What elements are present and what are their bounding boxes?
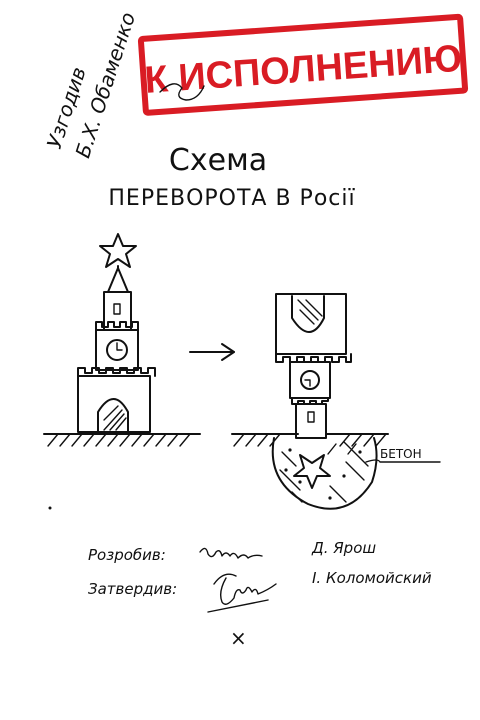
approved-label: Затвердив: [88,580,177,598]
agreed-signature [159,83,205,101]
inverted-tower-icon [231,293,389,510]
developed-signature [199,547,263,559]
approved-name: І. Коломойский [312,569,432,587]
title-line2: ПЕРЕВОРОТА В Росії [108,186,355,211]
title-line1: Схема [169,143,267,178]
arrow-right-icon [189,343,235,361]
developed-name: Д. Ярош [311,539,376,557]
execution-stamp: К ИСПОЛНЕНИЮ [137,13,469,116]
developed-label: Розробив: [88,546,166,564]
cross-mark: × [230,626,247,650]
approved-signature [207,573,277,613]
kremlin-tower-icon [43,233,201,447]
concrete-label: БЕТОН [380,447,422,461]
